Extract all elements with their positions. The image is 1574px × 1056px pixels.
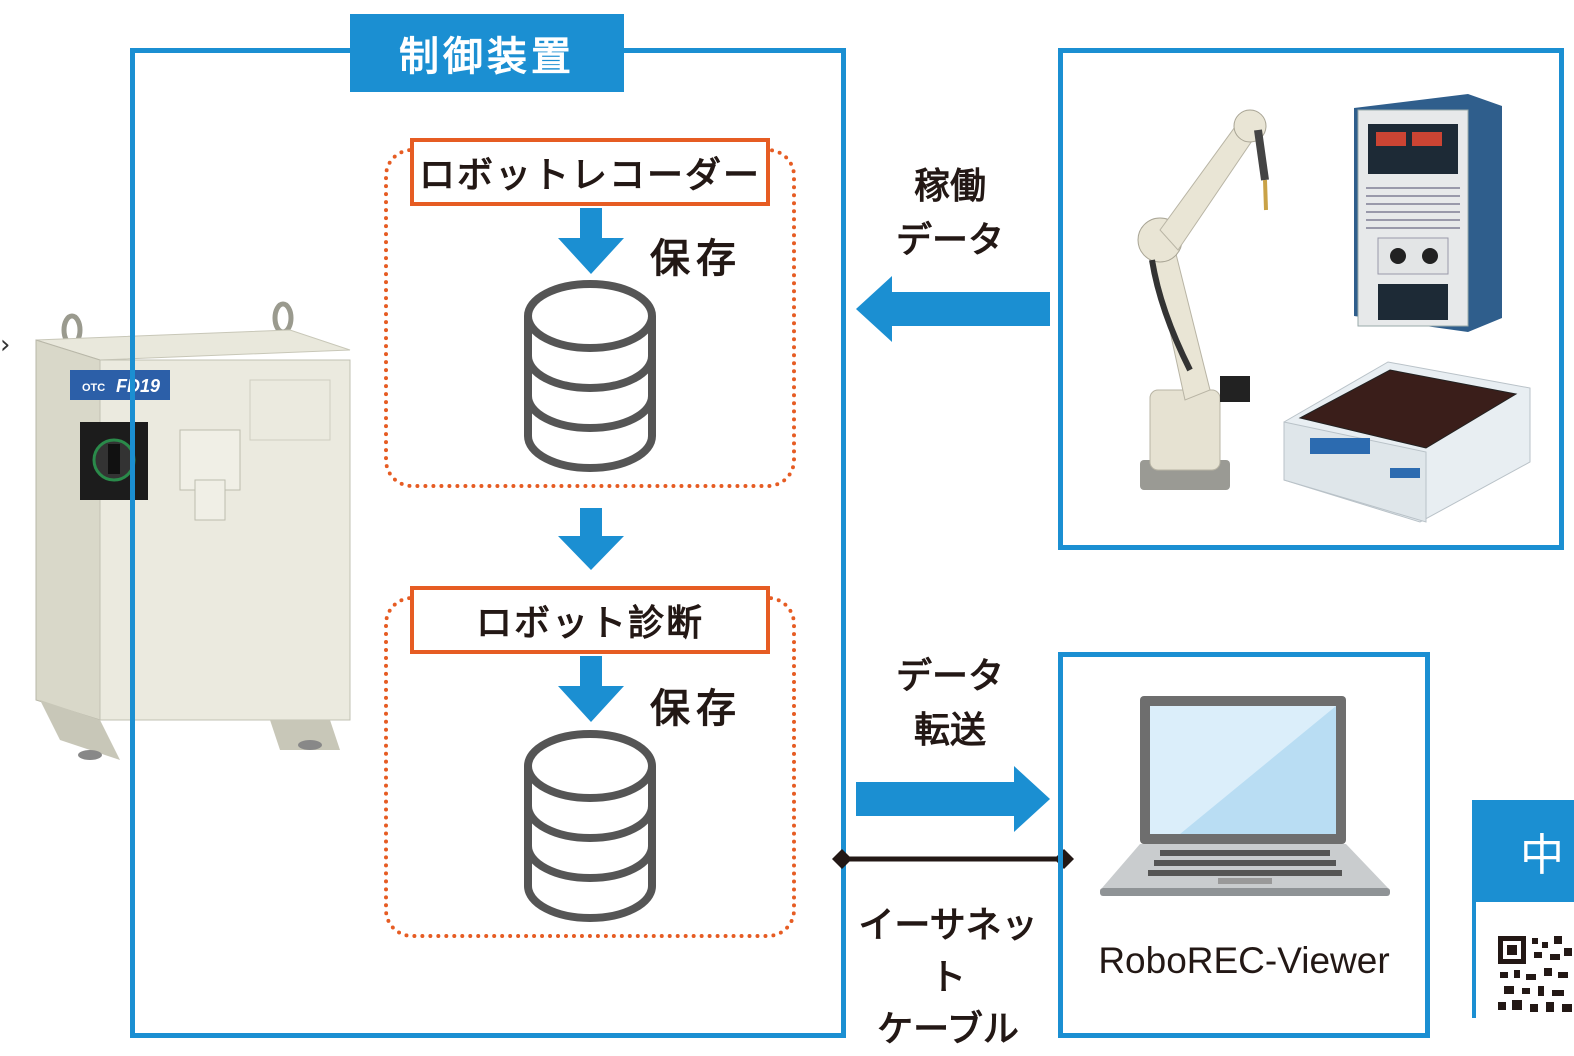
agv-image: [1280, 352, 1536, 530]
ethernet-cable-line-2: ケーブル: [877, 1009, 1019, 1050]
ethernet-cable-label: イーサネット ケーブル: [848, 900, 1048, 1056]
roborec-viewer-label: RoboREC-Viewer: [1098, 940, 1390, 981]
database-icon: [520, 728, 660, 924]
welding-power-source-image: [1348, 88, 1508, 334]
cabinet-brand: OTC: [82, 382, 105, 394]
save-label-1: 保存: [650, 236, 742, 282]
ethernet-cable-line: [830, 846, 1076, 872]
laptop-icon: [1100, 690, 1390, 902]
save-label-2: 保存: [650, 686, 742, 732]
robot-recorder-label: ロボットレコーダー: [410, 138, 770, 206]
robot-diagnosis-label: ロボット診断: [410, 586, 770, 654]
corner-badge-header: 中: [1472, 800, 1574, 902]
data-transfer-label: データ 転送: [880, 650, 1020, 758]
qr-code-icon: [1498, 936, 1574, 1018]
controller-title: 制御装置: [350, 14, 624, 92]
down-arrow-icon: [556, 508, 626, 570]
ethernet-cable-line-1: イーサネット: [858, 905, 1038, 998]
database-icon: [520, 278, 660, 474]
data-transfer-line-2: 転送: [913, 710, 986, 751]
left-edge-arrow-fragment: ›: [0, 330, 11, 360]
right-arrow-icon: [856, 766, 1050, 832]
cabinet-model: FD19: [116, 376, 160, 396]
robot-arm-image: [1090, 90, 1300, 500]
operation-data-line-1: 稼働: [913, 166, 986, 207]
down-arrow-icon: [556, 656, 626, 722]
left-arrow-icon: [856, 276, 1050, 342]
data-transfer-line-1: データ: [895, 656, 1004, 697]
operation-data-line-2: データ: [895, 220, 1004, 261]
down-arrow-icon: [556, 208, 626, 274]
corner-badge-text: 中: [1520, 830, 1564, 881]
controller-cabinet-image: OTC FD19: [0, 300, 360, 780]
equipment-frame: [1058, 48, 1564, 550]
operation-data-label: 稼働 データ: [880, 160, 1020, 268]
